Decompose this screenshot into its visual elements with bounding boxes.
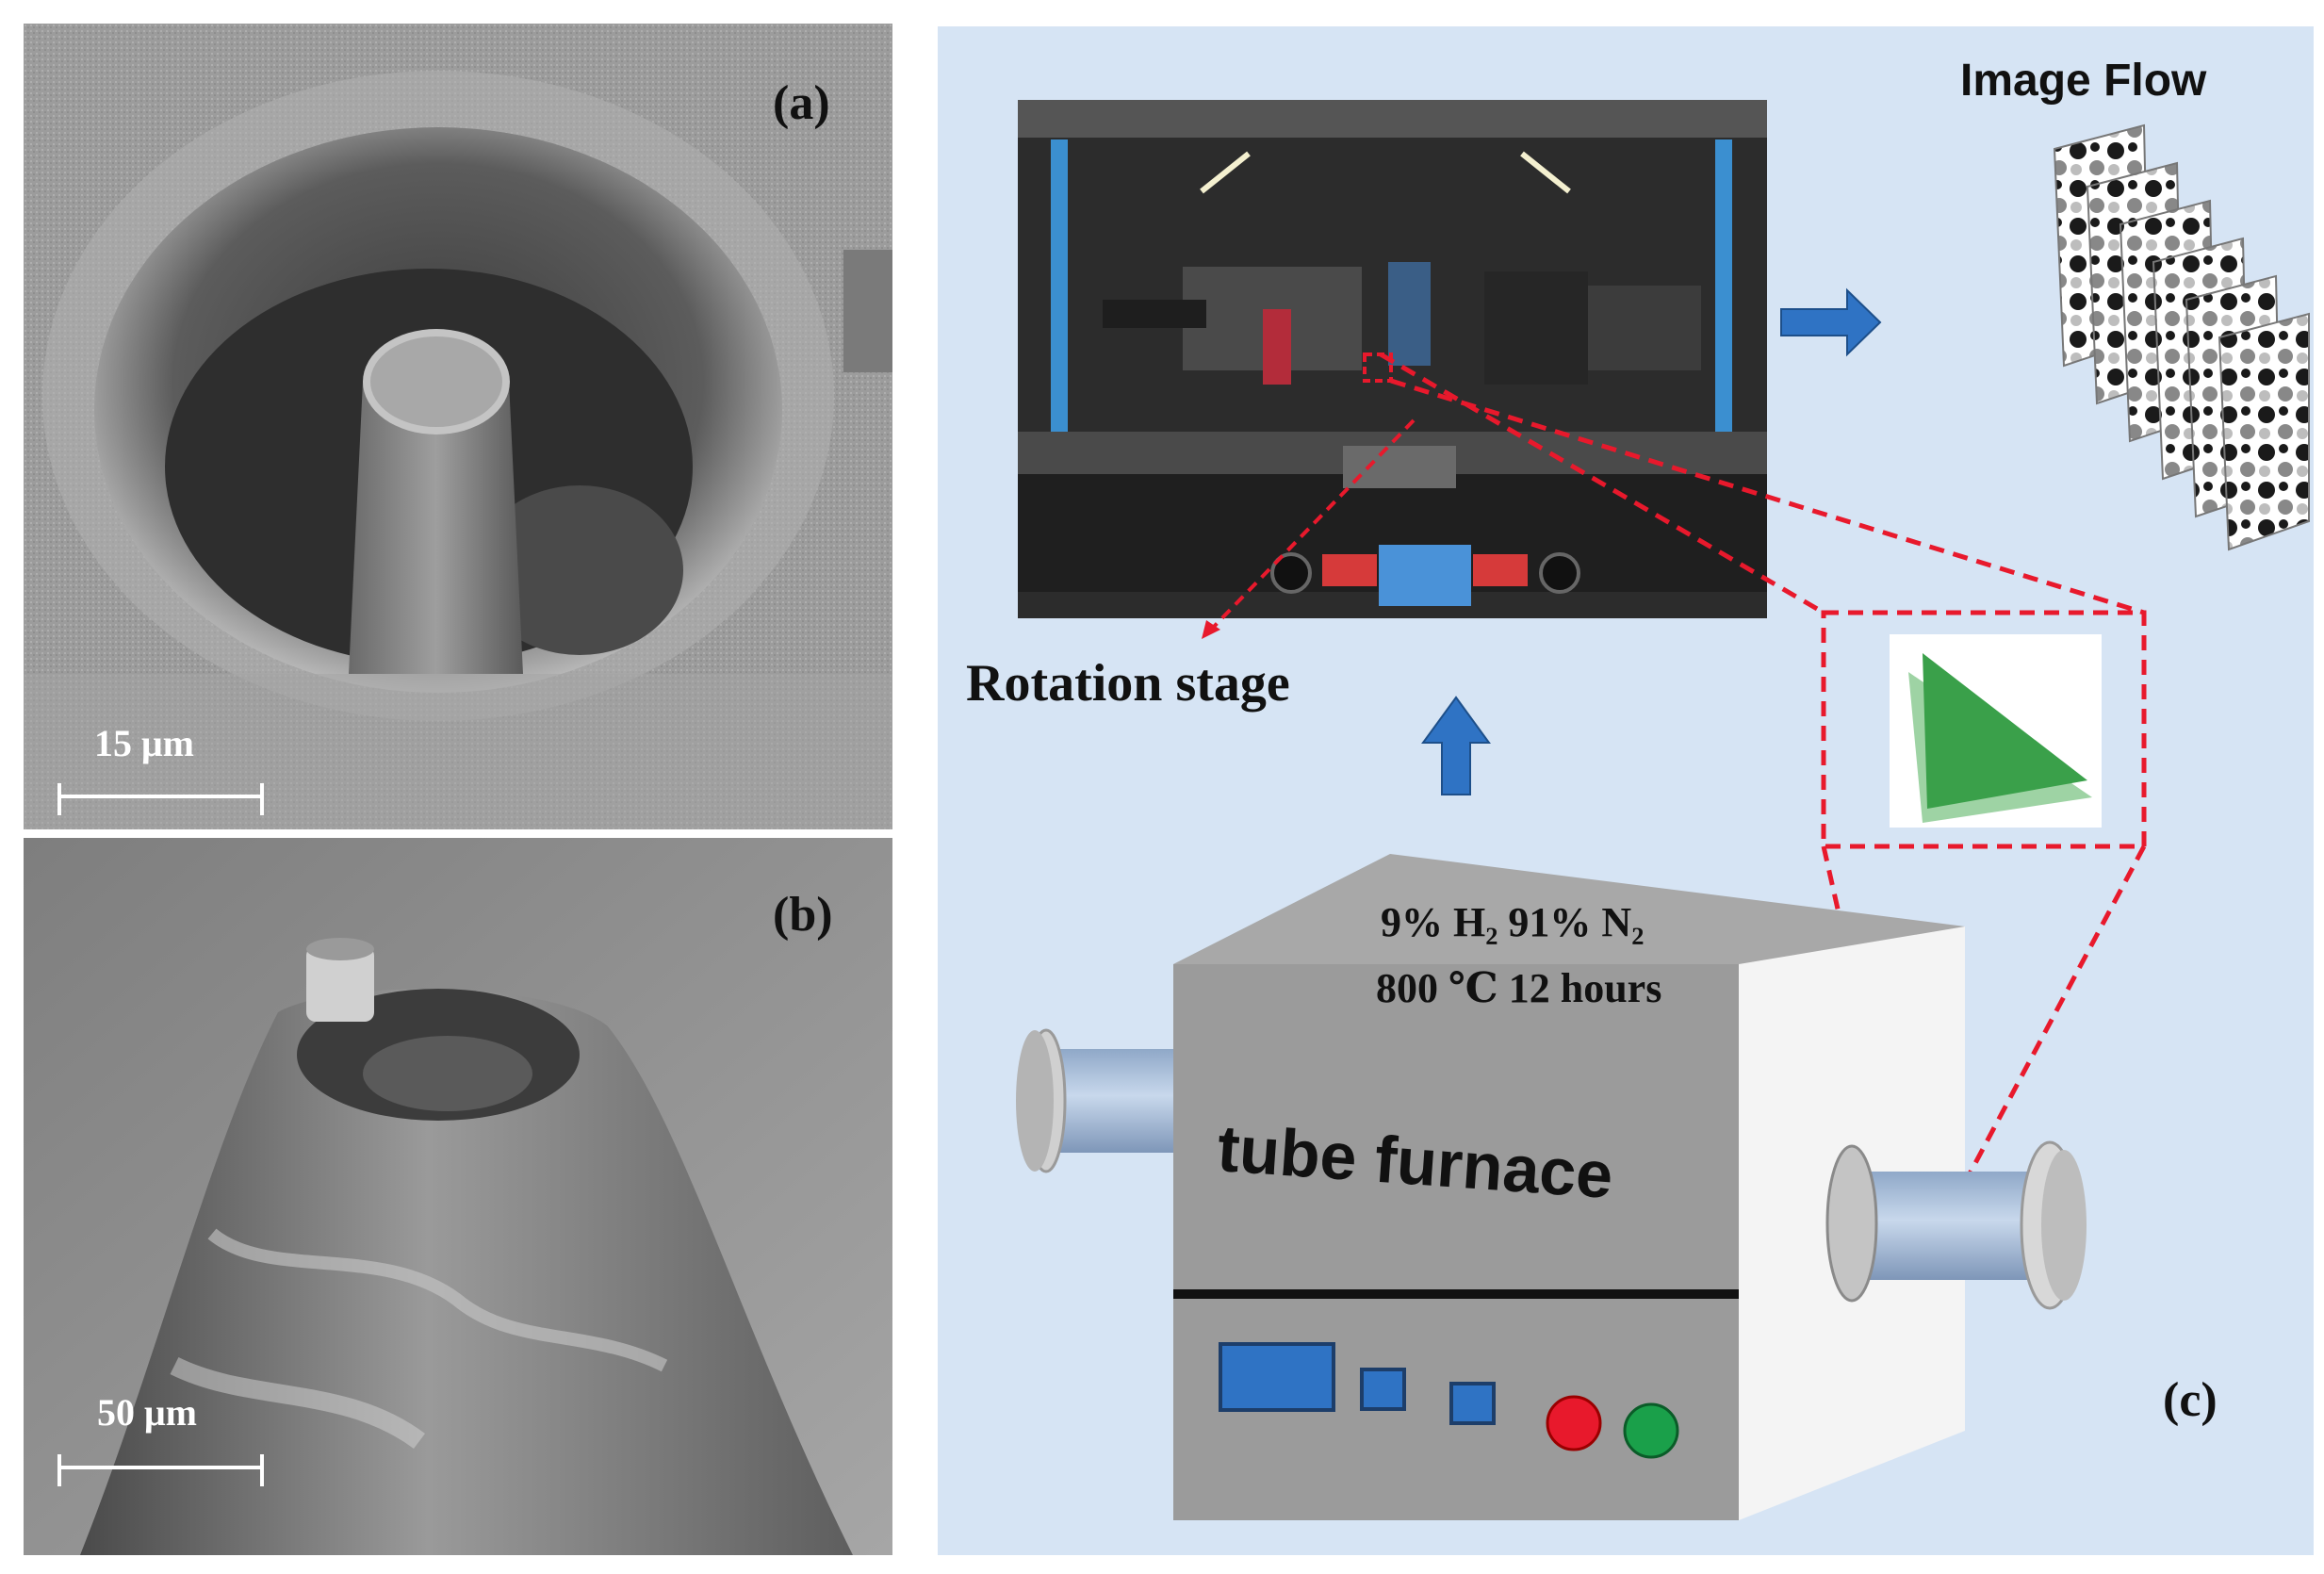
scale-bar-b-text: 50 μm [97, 1391, 197, 1434]
panel-b-label: (b) [773, 888, 833, 942]
scale-bar-a-text: 15 μm [94, 722, 194, 764]
sem-pillar-image [24, 24, 892, 829]
temperature-time-text: 800 ℃ 12 hours [1376, 965, 1662, 1011]
scale-bar-b [57, 1454, 264, 1496]
gas-composition-text: 9% H₂ 91% N₂ [1381, 899, 1645, 945]
sem-image-tip-panel: (b) 50 μm [24, 838, 892, 1555]
panel-a-label: (a) [773, 76, 830, 130]
image-flow-stack [2053, 123, 2310, 551]
sem-tip-image [24, 838, 892, 1555]
ct-instrument-photo [1018, 100, 1767, 618]
scale-bar-a [57, 783, 264, 825]
schematic-drawing [1016, 100, 2310, 1520]
tube-furnace-drawing [1016, 854, 2087, 1520]
image-flow-title: Image Flow [1960, 56, 2207, 106]
rotation-stage-label: Rotation stage [966, 654, 1290, 713]
sem-image-pillar-panel: (a) 15 μm [24, 24, 892, 829]
schematic-panel: Image Flow Rotation stage 9% H₂ 91% N₂ 8… [938, 26, 2314, 1555]
panel-c-label: (c) [2163, 1373, 2218, 1427]
